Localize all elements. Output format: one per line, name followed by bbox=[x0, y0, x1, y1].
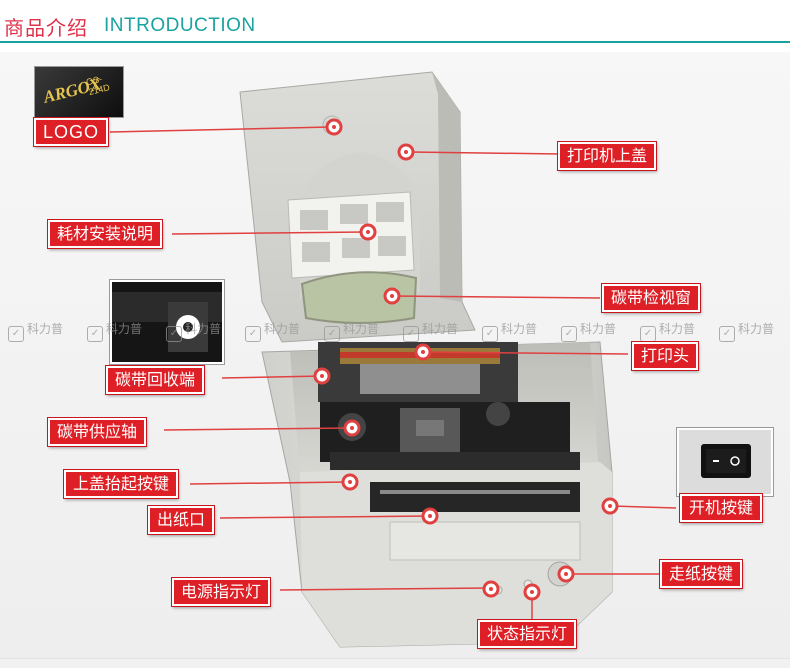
target-dot-icon bbox=[359, 223, 377, 241]
target-dot-icon bbox=[325, 118, 343, 136]
section-header: 商品介绍 INTRODUCTION bbox=[0, 0, 790, 48]
header-title-cn: 商品介绍 bbox=[4, 16, 88, 40]
watermark-item: ✓科力普 bbox=[561, 320, 616, 342]
watermark-text: 科力普 bbox=[501, 322, 538, 336]
callout-lines bbox=[109, 126, 677, 624]
target-dot-icon bbox=[601, 497, 619, 515]
target-dot-icon bbox=[523, 583, 541, 601]
label-top-cover: 打印机上盖 bbox=[558, 142, 657, 170]
watermark-text: 科力普 bbox=[185, 322, 222, 336]
printer-illustration bbox=[109, 71, 677, 648]
label-paper-exit: 出纸口 bbox=[148, 506, 215, 534]
watermark-item: ✓科力普 bbox=[482, 320, 537, 342]
watermark-item: ✓科力普 bbox=[87, 320, 142, 342]
watermark-text: 科力普 bbox=[264, 322, 301, 336]
label-ribbon-supply: 碳带供应轴 bbox=[48, 418, 147, 446]
media-instruction-sticker bbox=[287, 191, 415, 279]
kelipu-logo-icon: ✓ bbox=[719, 326, 735, 342]
watermark-item: ✓科力普 bbox=[719, 320, 774, 342]
target-dot-icon bbox=[482, 580, 500, 598]
watermark-text: 科力普 bbox=[343, 322, 380, 336]
kelipu-logo-icon: ✓ bbox=[166, 326, 182, 342]
watermark-text: 科力普 bbox=[27, 322, 64, 336]
kelipu-logo-icon: ✓ bbox=[482, 326, 498, 342]
label-cover-release: 上盖抬起按键 bbox=[64, 470, 179, 498]
kelipu-logo-icon: ✓ bbox=[245, 326, 261, 342]
label-print-head: 打印头 bbox=[632, 342, 699, 370]
target-dot-icon bbox=[343, 419, 361, 437]
watermark-item: ✓科力普 bbox=[640, 320, 695, 342]
target-dot-icon bbox=[421, 507, 439, 525]
watermark-item: ✓科力普 bbox=[8, 320, 63, 342]
kelipu-logo-icon: ✓ bbox=[403, 326, 419, 342]
target-dot-icon bbox=[414, 343, 432, 361]
target-dot-icon bbox=[383, 287, 401, 305]
watermark-text: 科力普 bbox=[106, 322, 143, 336]
watermark-text: 科力普 bbox=[659, 322, 696, 336]
ribbon-spindle-icon bbox=[112, 292, 222, 352]
label-feed-button: 走纸按键 bbox=[660, 560, 743, 588]
label-logo: LOGO bbox=[34, 118, 109, 146]
power-switch-icon bbox=[701, 444, 751, 478]
power-switch-closeup bbox=[677, 428, 773, 496]
argox-logo-badge: ARGOX OS-214D bbox=[34, 66, 124, 118]
bottom-strip bbox=[0, 658, 790, 668]
target-dot-icon bbox=[397, 143, 415, 161]
kelipu-logo-icon: ✓ bbox=[640, 326, 656, 342]
watermark-item: ✓科力普 bbox=[324, 320, 379, 342]
label-status-led: 状态指示灯 bbox=[478, 620, 577, 648]
watermark-text: 科力普 bbox=[580, 322, 617, 336]
watermark-text: 科力普 bbox=[738, 322, 775, 336]
label-power-led: 电源指示灯 bbox=[172, 578, 271, 606]
watermark-item: ✓科力普 bbox=[403, 320, 458, 342]
print-mechanism bbox=[318, 342, 580, 470]
label-ribbon-window: 碳带检视窗 bbox=[602, 284, 701, 312]
target-dot-icon bbox=[313, 367, 331, 385]
ribbon-rewind-closeup bbox=[110, 280, 224, 364]
kelipu-logo-icon: ✓ bbox=[8, 326, 24, 342]
label-ribbon-rewind: 碳带回收端 bbox=[106, 366, 205, 394]
target-markers bbox=[313, 118, 619, 601]
ribbon-view-window bbox=[300, 271, 418, 324]
logo-model-text: OS-214D bbox=[85, 73, 111, 98]
paper-exit-slot bbox=[370, 482, 581, 561]
label-media-instructions: 耗材安装说明 bbox=[48, 220, 163, 248]
kelipu-logo-icon: ✓ bbox=[561, 326, 577, 342]
label-power-switch: 开机按键 bbox=[680, 494, 763, 522]
header-divider bbox=[0, 41, 790, 43]
target-dot-icon bbox=[557, 565, 575, 583]
watermark-strip: ✓科力普✓科力普✓科力普✓科力普✓科力普✓科力普✓科力普✓科力普✓科力普✓科力普 bbox=[0, 320, 790, 342]
header-title-en: INTRODUCTION bbox=[104, 15, 256, 36]
target-dot-icon bbox=[341, 473, 359, 491]
watermark-text: 科力普 bbox=[422, 322, 459, 336]
kelipu-logo-icon: ✓ bbox=[324, 326, 340, 342]
kelipu-logo-icon: ✓ bbox=[87, 326, 103, 342]
watermark-item: ✓科力普 bbox=[245, 320, 300, 342]
watermark-item: ✓科力普 bbox=[166, 320, 221, 342]
